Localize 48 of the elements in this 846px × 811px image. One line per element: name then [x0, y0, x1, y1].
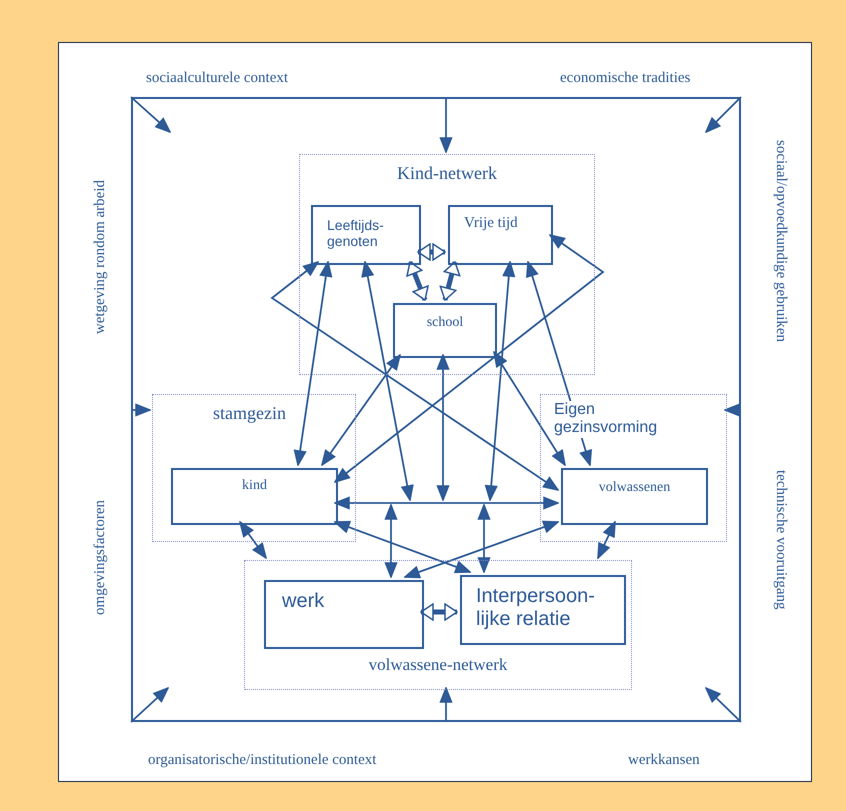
process-box	[561, 468, 708, 525]
arrow	[724, 404, 741, 416]
double-arrow	[436, 354, 450, 501]
block-arrow	[440, 261, 460, 301]
double-arrow	[384, 504, 398, 578]
arrow	[130, 96, 171, 133]
double-arrow	[270, 261, 559, 491]
process-box	[460, 575, 626, 645]
arrow	[440, 687, 452, 722]
context-label: economische tradities	[560, 71, 690, 86]
double-arrow	[334, 520, 471, 574]
arrow	[705, 96, 742, 133]
context-label: sociaalculturele context	[146, 71, 288, 86]
arrow	[705, 687, 742, 723]
context-label: werkkansen	[628, 753, 700, 768]
arrow	[130, 687, 169, 723]
block-arrow	[406, 261, 429, 301]
double-arrow	[239, 521, 267, 559]
process-box	[264, 580, 424, 649]
double-arrow	[294, 261, 332, 466]
arrow	[131, 404, 151, 416]
node-label: Vrije tijd	[464, 215, 518, 232]
group-frame	[540, 394, 727, 542]
group-frame	[152, 394, 356, 542]
double-arrow	[404, 520, 559, 578]
process-box	[171, 468, 338, 525]
double-arrow	[334, 496, 559, 510]
arrow	[440, 97, 452, 153]
block-arrow	[420, 603, 458, 621]
context-label: technische vooruitgang	[773, 470, 788, 610]
block-arrow	[417, 243, 446, 261]
double-arrow	[478, 504, 490, 573]
group-frame	[299, 154, 595, 375]
group-frame	[244, 560, 632, 690]
double-arrow	[597, 521, 616, 559]
double-arrow	[493, 351, 566, 466]
context-label: wetgeving rondom arbeid	[93, 180, 108, 334]
double-arrow	[484, 261, 516, 501]
process-box	[393, 303, 497, 358]
outer-frame	[131, 97, 741, 722]
double-arrow	[334, 234, 605, 483]
process-box	[448, 205, 553, 265]
context-label: organisatorische/institutionele context	[148, 753, 376, 768]
context-label: sociaal/opvoedkundige gebruiken	[773, 140, 788, 342]
double-arrow	[321, 354, 401, 466]
context-label: omgevingsfactoren	[93, 500, 108, 615]
double-arrow	[361, 261, 414, 501]
process-box	[311, 205, 421, 265]
